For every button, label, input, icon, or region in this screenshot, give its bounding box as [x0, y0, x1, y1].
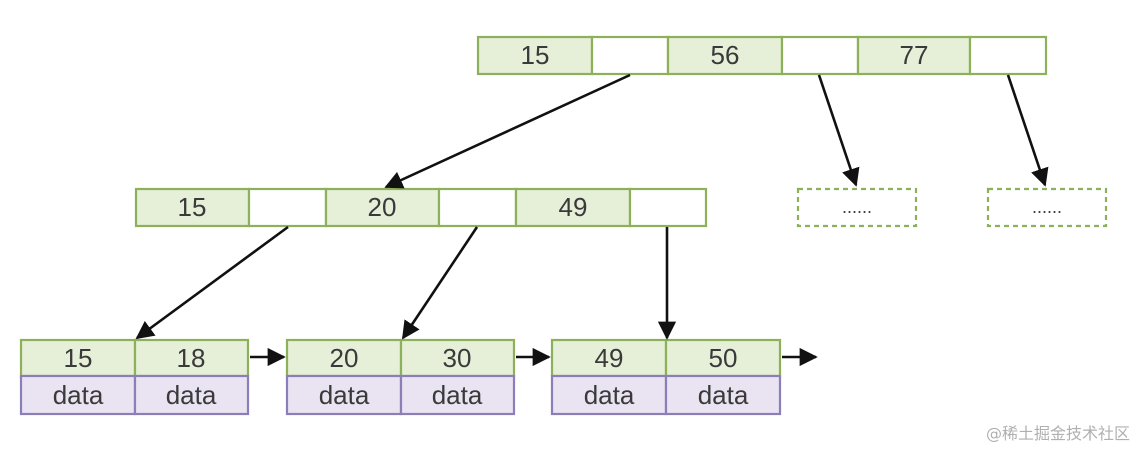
stub-node-box — [796, 187, 918, 228]
root-to-stub-arrow — [817, 74, 860, 187]
leaf-key-label: 50 — [709, 343, 738, 373]
leaf-data-cell — [133, 374, 250, 416]
root-node: 15 56 77 — [476, 35, 1048, 76]
leaf-node: 49 50 data data — [550, 338, 782, 416]
leaf-data-label: data — [166, 380, 217, 410]
internal-pointer-cell — [247, 187, 328, 228]
leaf-data-label: data — [432, 380, 483, 410]
root-pointer-cell — [780, 35, 860, 76]
internal-to-leaf-arrow — [401, 226, 479, 340]
leaf-data-cell — [550, 374, 668, 416]
leaf-key-label: 20 — [330, 343, 359, 373]
root-pointer-cell — [590, 35, 670, 76]
stub-node: ...... — [796, 187, 918, 228]
root-key-label: 15 — [521, 40, 550, 70]
leaf-node: 15 18 data data — [19, 338, 250, 416]
root-key-cell — [476, 35, 594, 76]
leaf-key-label: 49 — [595, 343, 624, 373]
internal-key-label: 15 — [178, 192, 207, 222]
root-to-stub-arrow — [1006, 74, 1049, 187]
root-pointer-cell — [968, 35, 1048, 76]
internal-pointer-cell — [628, 187, 708, 228]
leaf-key-label: 30 — [443, 343, 472, 373]
stub-ellipsis: ...... — [842, 197, 872, 217]
leaf-key-label: 15 — [64, 343, 93, 373]
leaf-data-label: data — [53, 380, 104, 410]
internal-node: 15 20 49 — [134, 187, 708, 228]
leaf-key-cell — [133, 338, 250, 378]
leaf-key-cell — [550, 338, 668, 378]
internal-key-cell — [514, 187, 632, 228]
leaf-data-cell — [399, 374, 516, 416]
leaf-data-label: data — [698, 380, 749, 410]
leaf-node: 20 30 data data — [285, 338, 516, 416]
internal-key-cell — [324, 187, 441, 228]
root-key-label: 77 — [900, 40, 929, 70]
root-key-cell — [666, 35, 784, 76]
root-key-label: 56 — [711, 40, 740, 70]
internal-pointer-cell — [437, 187, 518, 228]
leaf-data-label: data — [319, 380, 370, 410]
internal-key-label: 20 — [368, 192, 397, 222]
leaf-data-label: data — [584, 380, 635, 410]
internal-to-leaf-arrow — [135, 225, 289, 340]
leaf-data-cell — [664, 374, 782, 416]
leaf-key-label: 18 — [177, 343, 206, 373]
leaf-data-cell — [19, 374, 137, 416]
root-key-cell — [856, 35, 972, 76]
stub-node-box — [986, 187, 1108, 228]
root-to-internal-arrow — [384, 73, 631, 189]
watermark: @稀土掘金技术社区 — [985, 424, 1130, 443]
internal-key-label: 49 — [559, 192, 588, 222]
leaf-data-cell — [285, 374, 403, 416]
stub-ellipsis: ...... — [1032, 197, 1062, 217]
stub-node: ...... — [986, 187, 1108, 228]
leaf-key-cell — [19, 338, 137, 378]
